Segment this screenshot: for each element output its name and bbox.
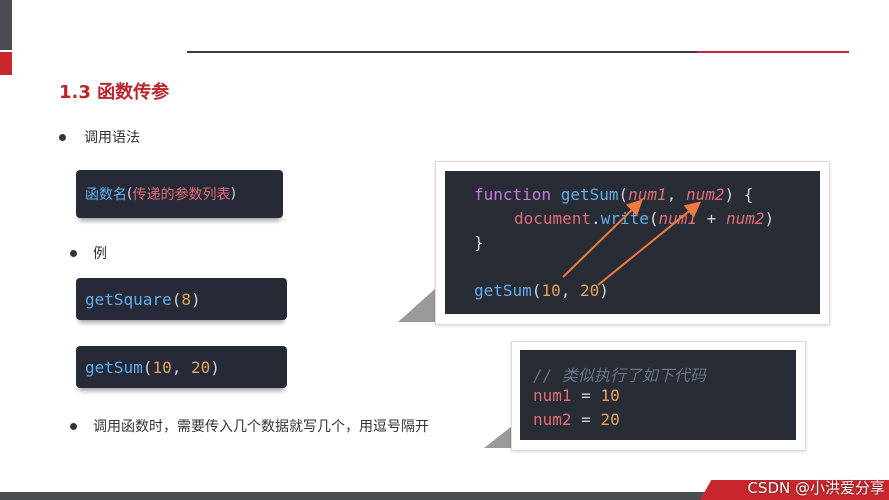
arg-10: 10 bbox=[541, 281, 561, 300]
assign-num1: num1 = 10 bbox=[533, 386, 620, 405]
header-rule-accent bbox=[697, 51, 849, 53]
var-num1: num1 bbox=[533, 386, 572, 405]
code-line-5: getSum(10, 20) bbox=[474, 281, 609, 300]
bullet-note: 调用函数时，需要传入几个数据就写几个，用逗号隔开 bbox=[70, 416, 429, 436]
bullet-text: 例 bbox=[93, 246, 107, 262]
bullet-dot bbox=[70, 249, 77, 257]
syntax-code-box: 函数名(传递的参数列表) bbox=[76, 170, 283, 218]
paren-close: ) { bbox=[724, 185, 754, 204]
example1-fn: getSquare bbox=[85, 289, 172, 309]
example2-fn: getSum bbox=[85, 357, 143, 377]
paren-open: ( bbox=[618, 185, 629, 204]
bullet-text: 调用函数时，需要传入几个数据就写几个，用逗号隔开 bbox=[93, 419, 429, 435]
example1-paren-open: ( bbox=[171, 289, 182, 309]
syntax-paren-close: ) bbox=[230, 186, 236, 202]
var-num2: num2 bbox=[533, 410, 572, 429]
corner-decoration-red bbox=[0, 52, 12, 75]
example2-paren-close: ) bbox=[210, 357, 220, 377]
footer-accent bbox=[700, 480, 889, 500]
paren-open: ( bbox=[531, 281, 542, 300]
example2-arg1: 10 bbox=[152, 357, 172, 377]
param-num1: num1 bbox=[628, 185, 667, 204]
syntax-args: 传递的参数列表 bbox=[132, 187, 231, 203]
method-write: write bbox=[600, 209, 649, 228]
arg-20: 20 bbox=[579, 281, 600, 300]
example-getsquare-box: getSquare(8) bbox=[76, 278, 287, 320]
equals: = bbox=[571, 386, 601, 405]
param-num2: num2 bbox=[725, 209, 765, 228]
comma: , bbox=[560, 281, 580, 300]
syntax-func-name: 函数名 bbox=[85, 187, 127, 203]
param-num2: num2 bbox=[685, 185, 725, 204]
corner-decoration-dark bbox=[0, 0, 12, 50]
example1-arg: 8 bbox=[181, 289, 191, 309]
func-name: getSum bbox=[551, 185, 619, 204]
syntax-paren-open: ( bbox=[127, 186, 133, 202]
param-num1: num1 bbox=[658, 209, 698, 228]
code-comment: // 类似执行了如下代码 bbox=[533, 366, 706, 385]
bullet-dot bbox=[59, 133, 66, 141]
code-editor-equivalent: // 类似执行了如下代码 num1 = 10 num2 = 20 bbox=[520, 350, 796, 440]
bullet-text: 调用语法 bbox=[84, 130, 140, 146]
comma: , bbox=[666, 185, 686, 204]
dot: . bbox=[591, 209, 601, 228]
paren-close: ) bbox=[764, 209, 775, 228]
watermark-text: CSDN @小洪爱分享 bbox=[747, 479, 885, 497]
object-document: document bbox=[514, 209, 592, 228]
paren-close: ) bbox=[599, 281, 609, 300]
example2-sep: , bbox=[171, 357, 191, 377]
example1-paren-close: ) bbox=[190, 289, 201, 309]
example-getsum-box: getSum(10, 20) bbox=[76, 346, 287, 388]
code-line-3: } bbox=[474, 233, 484, 252]
value-20: 20 bbox=[600, 410, 620, 429]
plus-op: + bbox=[697, 209, 726, 228]
example2-arg2: 20 bbox=[190, 357, 211, 377]
code-line-2: document.write(num1 + num2) bbox=[514, 209, 774, 228]
keyword-function: function bbox=[474, 185, 552, 204]
example2-paren-open: ( bbox=[142, 357, 153, 377]
bullet-syntax: 调用语法 bbox=[59, 127, 140, 147]
header-rule bbox=[187, 51, 697, 53]
equals: = bbox=[571, 410, 601, 429]
value-10: 10 bbox=[600, 386, 620, 405]
frame-shadow-wedge bbox=[398, 288, 436, 322]
bullet-example: 例 bbox=[70, 243, 107, 263]
code-editor-main: function getSum(num1, num2) { document.w… bbox=[445, 171, 820, 314]
assign-num2: num2 = 20 bbox=[533, 410, 620, 429]
footer-bar bbox=[0, 492, 889, 500]
call-fn: getSum bbox=[474, 281, 532, 300]
frame-shadow-wedge bbox=[484, 426, 512, 448]
slide-title: 1.3 函数传参 bbox=[59, 82, 170, 103]
paren-open: ( bbox=[648, 209, 659, 228]
bullet-dot bbox=[70, 422, 77, 430]
code-line-1: function getSum(num1, num2) { bbox=[474, 185, 753, 204]
